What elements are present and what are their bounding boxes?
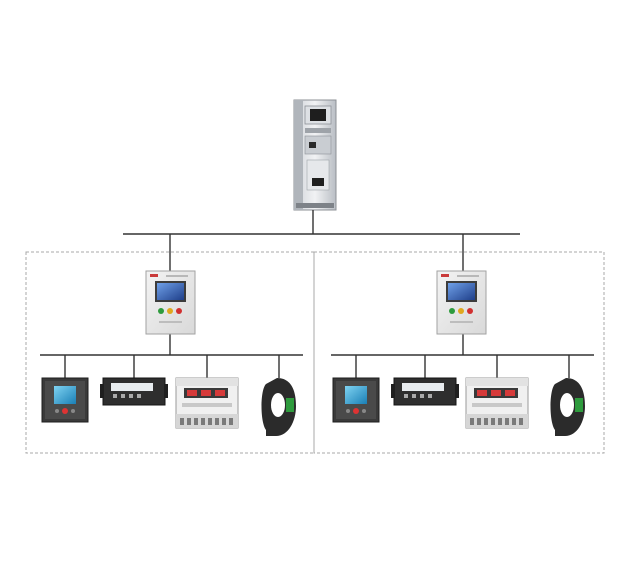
group-2-border — [313, 251, 605, 454]
current-transformer-icon — [261, 378, 296, 436]
cabinet-icon — [293, 99, 337, 211]
multi-channel-meter-icon — [175, 377, 239, 429]
multi-channel-meter-icon — [465, 377, 529, 429]
din-meter-icon — [100, 377, 168, 406]
panel-meter-icon — [332, 377, 380, 423]
panel-meter-icon — [41, 377, 89, 423]
group-1-border — [25, 251, 315, 454]
current-transformer-icon — [550, 378, 585, 436]
control-box-icon — [436, 270, 487, 335]
din-meter-icon — [391, 377, 459, 406]
control-box-icon — [145, 270, 196, 335]
network-bus — [40, 210, 594, 378]
